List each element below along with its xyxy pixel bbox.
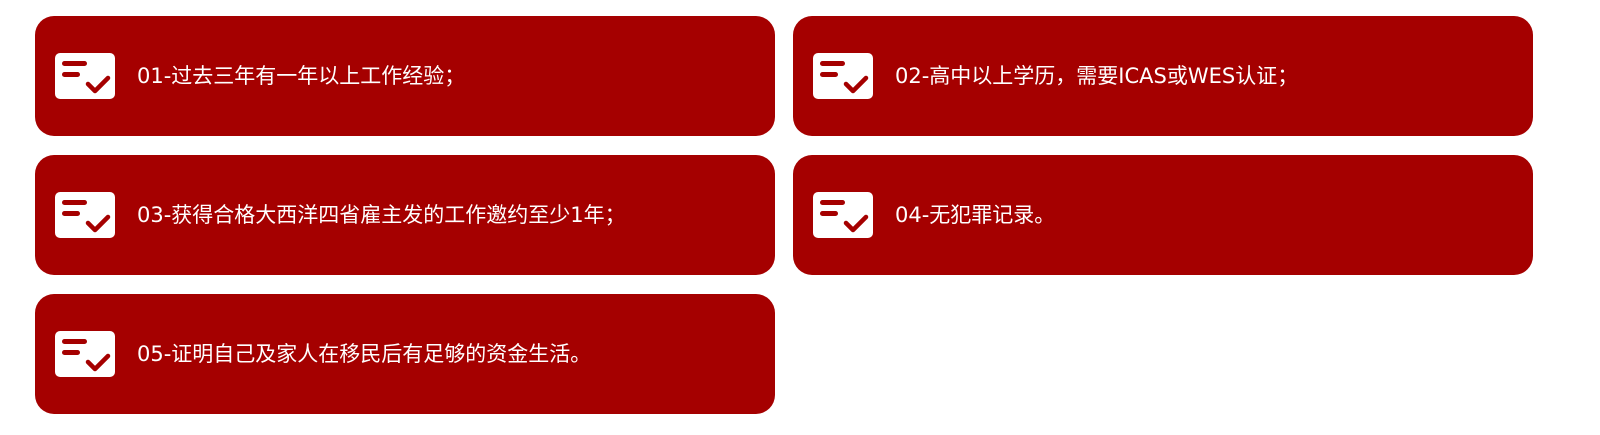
- requirement-text: 02-高中以上学历，需要ICAS或WES认证；: [895, 64, 1299, 88]
- requirement-text: 03-获得合格大西洋四省雇主发的工作邀约至少1年；: [137, 203, 626, 227]
- checklist-icon: [55, 331, 115, 377]
- requirement-text: 04-无犯罪记录。: [895, 203, 1056, 227]
- requirement-card-04: 04-无犯罪记录。: [793, 155, 1533, 275]
- requirement-text: 05-证明自己及家人在移民后有足够的资金生活。: [137, 342, 592, 366]
- checklist-icon: [813, 53, 873, 99]
- checklist-icon: [55, 53, 115, 99]
- checklist-icon: [813, 192, 873, 238]
- requirement-card-05: 05-证明自己及家人在移民后有足够的资金生活。: [35, 294, 775, 414]
- checklist-icon: [55, 192, 115, 238]
- requirement-card-01: 01-过去三年有一年以上工作经验；: [35, 16, 775, 136]
- requirement-text: 01-过去三年有一年以上工作经验；: [137, 64, 466, 88]
- requirement-card-03: 03-获得合格大西洋四省雇主发的工作邀约至少1年；: [35, 155, 775, 275]
- requirement-card-02: 02-高中以上学历，需要ICAS或WES认证；: [793, 16, 1533, 136]
